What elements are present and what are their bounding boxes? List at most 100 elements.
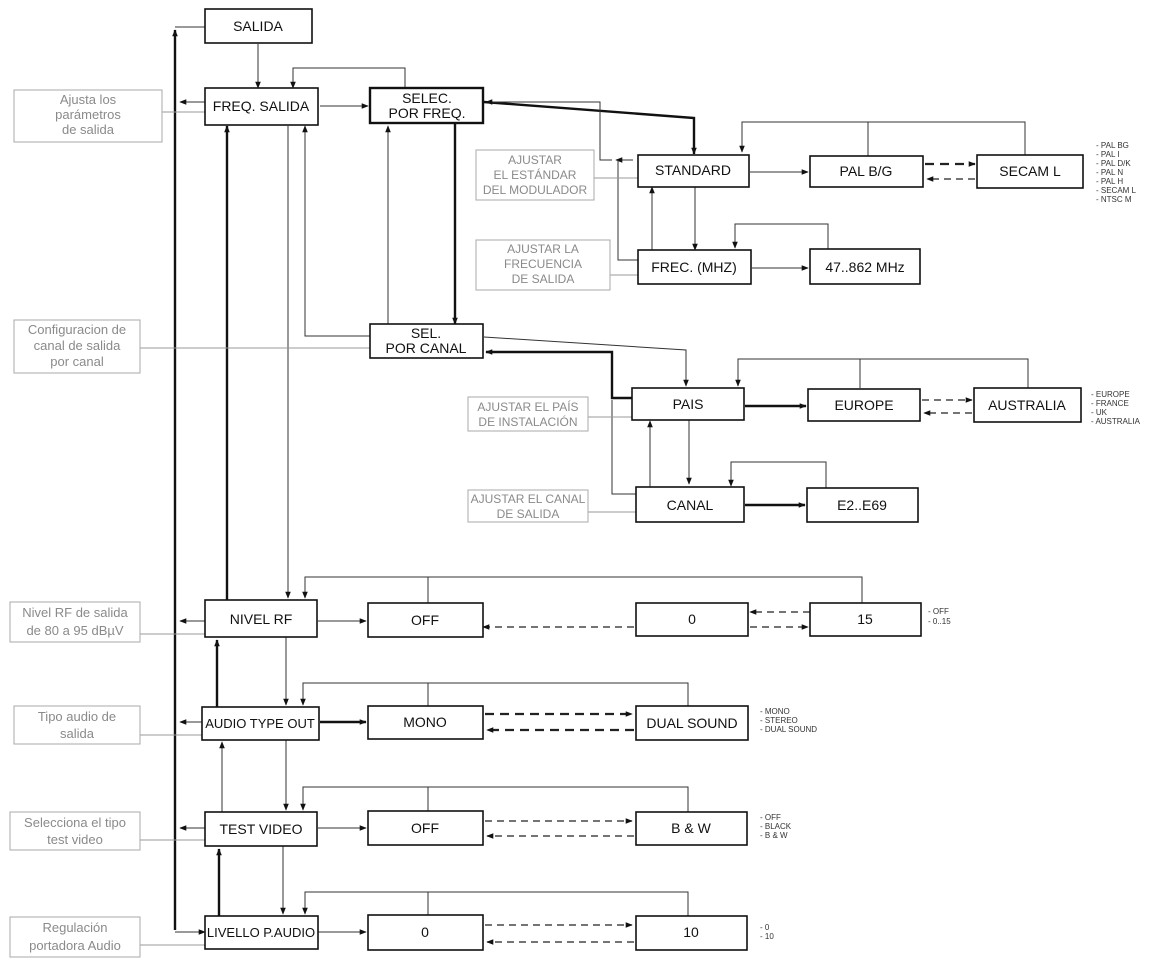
option-stereo: - STEREO xyxy=(760,716,798,725)
box-sel-por-canal-line2: POR CANAL xyxy=(386,340,467,356)
box-tv-off: OFF xyxy=(367,810,484,846)
option-pal-h: - PAL H xyxy=(1096,177,1123,186)
link-selec-standard xyxy=(483,100,697,155)
box-pais-label: PAIS xyxy=(673,396,704,412)
box-audio-type-out: AUDIO TYPE OUT xyxy=(201,706,320,741)
box-secam-l: SECAM L xyxy=(976,154,1084,189)
note-regulacion: Regulación portadora Audio xyxy=(9,916,141,958)
link-canal-back xyxy=(611,400,636,495)
note-ajusta-line3: de salida xyxy=(62,122,115,137)
box-test-video: TEST VIDEO xyxy=(204,811,318,847)
option-rf-off: - OFF xyxy=(928,607,949,616)
box-audio-type-out-label: AUDIO TYPE OUT xyxy=(205,716,315,731)
note-canal-line2: DE SALIDA xyxy=(497,507,560,521)
options-audio: - MONO - STEREO - DUAL SOUND xyxy=(760,707,817,734)
box-pal-bg: PAL B/G xyxy=(809,155,924,188)
options-pais: - EUROPE - FRANCE - UK - AUSTRALIA xyxy=(1091,390,1141,426)
note-estandar-line3: DEL MODULADOR xyxy=(483,183,588,197)
option-france: - FRANCE xyxy=(1091,399,1129,408)
note-config-line1: Configuracion de xyxy=(28,322,126,337)
link-sel-canal-pais xyxy=(483,336,689,387)
box-selec-por-freq: SELEC. POR FREQ. xyxy=(368,86,485,125)
options-rf: - OFF - 0..15 xyxy=(928,607,951,626)
note-tipo-audio-line1: Tipo audio de xyxy=(38,709,116,724)
box-pais: PAIS xyxy=(631,387,745,421)
option-ntsc-m: - NTSC M xyxy=(1096,195,1132,204)
note-nivel-rf-line2: de 80 a 95 dBµV xyxy=(26,623,123,638)
note-ajustar-estandar: AJUSTAR EL ESTÁNDAR DEL MODULADOR xyxy=(475,149,595,201)
loop-test xyxy=(300,786,689,812)
box-nivel-rf-label: NIVEL RF xyxy=(230,611,293,627)
note-selecciona-test: Selecciona el tipo test video xyxy=(9,811,141,851)
box-freq-salida: FREQ. SALIDA xyxy=(204,87,319,126)
loop-pais xyxy=(735,358,1029,388)
box-livello-p-audio-label: LIVELLO P.AUDIO xyxy=(207,925,315,940)
option-europe: - EUROPE xyxy=(1091,390,1130,399)
note-pais-line1: AJUSTAR EL PAÍS xyxy=(477,399,578,414)
loop-selec-freq xyxy=(290,67,406,89)
box-test-video-label: TEST VIDEO xyxy=(220,821,303,837)
box-e2-e69: E2..E69 xyxy=(806,487,919,523)
box-canal: CANAL xyxy=(635,486,745,523)
note-frecuencia-line1: AJUSTAR LA xyxy=(507,242,579,256)
option-pal-n: - PAL N xyxy=(1096,168,1123,177)
note-canal-line1: AJUSTAR EL CANAL xyxy=(471,492,586,506)
box-mono: MONO xyxy=(367,705,484,740)
option-test-bw: - B & W xyxy=(760,831,788,840)
box-frec-mhz: FREC. (MHZ) xyxy=(637,249,752,285)
option-secam-l: - SECAM L xyxy=(1096,186,1137,195)
note-test-line1: Selecciona el tipo xyxy=(24,815,126,830)
note-config-line2: canal de salida xyxy=(34,338,121,353)
box-e2-e69-label: E2..E69 xyxy=(837,497,887,513)
box-rf-0: 0 xyxy=(635,602,749,637)
box-rf-15-label: 15 xyxy=(857,611,873,627)
option-mono: - MONO xyxy=(760,707,790,716)
box-dual-sound: DUAL SOUND xyxy=(635,705,749,741)
box-australia-label: AUSTRALIA xyxy=(988,397,1066,413)
link-frec-back xyxy=(617,160,638,261)
box-la-0: 0 xyxy=(367,914,484,951)
box-selec-por-freq-line1: SELEC. xyxy=(402,90,452,106)
note-frecuencia-line3: DE SALIDA xyxy=(512,272,575,286)
box-rf-15: 15 xyxy=(809,602,922,637)
note-pais-line2: DE INSTALACIÓN xyxy=(478,414,577,429)
option-level-10: - 10 xyxy=(760,932,774,941)
note-config-line3: por canal xyxy=(50,354,104,369)
note-tipo-audio-line2: salida xyxy=(60,726,95,741)
link-pais-sel-canal xyxy=(485,349,632,400)
box-rf-off-label: OFF xyxy=(411,612,439,628)
option-pal-i: - PAL I xyxy=(1096,150,1120,159)
note-estandar-line2: EL ESTÁNDAR xyxy=(494,167,577,182)
box-salida-label: SALIDA xyxy=(233,18,283,34)
note-ajusta-parametros: Ajusta los parámetros de salida xyxy=(13,89,163,143)
connectors xyxy=(140,26,1029,946)
option-level-0: - 0 xyxy=(760,923,770,932)
note-frecuencia-line2: FRECUENCIA xyxy=(504,257,582,271)
note-ajusta-line2: parámetros xyxy=(55,107,121,122)
note-regulacion-line1: Regulación xyxy=(42,920,107,935)
loop-audio xyxy=(300,682,689,707)
box-frec-mhz-label: FREC. (MHZ) xyxy=(651,259,737,275)
box-australia: AUSTRALIA xyxy=(973,387,1082,423)
option-pal-dk: - PAL D/K xyxy=(1096,159,1131,168)
note-tipo-audio: Tipo audio de salida xyxy=(13,705,141,745)
options-test: - OFF - BLACK - B & W xyxy=(760,813,792,840)
box-canal-label: CANAL xyxy=(667,497,714,513)
box-standard: STANDARD xyxy=(637,154,750,188)
box-rf-off: OFF xyxy=(367,602,484,638)
options-audio-level: - 0 - 10 xyxy=(760,923,774,941)
box-europe: EUROPE xyxy=(807,388,921,422)
box-europe-label: EUROPE xyxy=(834,397,893,413)
options-standard: - PAL BG - PAL I - PAL D/K - PAL N - PAL… xyxy=(1096,141,1137,204)
box-tv-off-label: OFF xyxy=(411,820,439,836)
box-secam-l-label: SECAM L xyxy=(999,163,1061,179)
box-b-w: B & W xyxy=(635,811,748,846)
note-estandar-line1: AJUSTAR xyxy=(508,153,562,167)
box-mono-label: MONO xyxy=(403,714,447,730)
option-dual-sound: - DUAL SOUND xyxy=(760,725,817,734)
note-ajustar-frecuencia: AJUSTAR LA FRECUENCIA DE SALIDA xyxy=(475,239,611,291)
box-salida: SALIDA xyxy=(204,8,313,44)
note-ajustar-pais: AJUSTAR EL PAÍS DE INSTALACIÓN xyxy=(467,396,589,432)
option-uk: - UK xyxy=(1091,408,1108,417)
box-la-10-label: 10 xyxy=(683,924,699,940)
